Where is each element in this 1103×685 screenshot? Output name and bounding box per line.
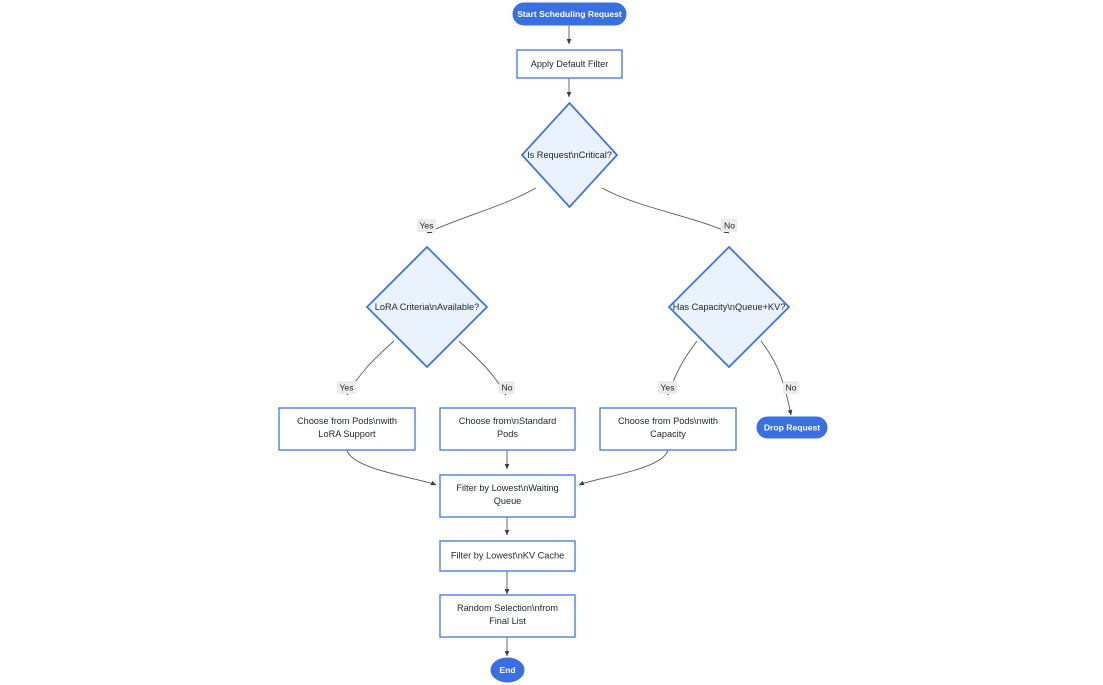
- node-pods-lora[interactable]: Choose from Pods\nwith LoRA Support: [278, 407, 416, 451]
- node-drop-request-label: Drop Request: [764, 422, 820, 432]
- node-random-select-label-line1: Random Selection\nfrom: [457, 603, 558, 613]
- node-filter-queue-shape[interactable]: [439, 474, 576, 518]
- node-random-select-label-line2: Final List: [489, 616, 526, 626]
- node-pods-capacity-label-line1: Choose from Pods\nwith: [618, 416, 718, 426]
- node-has-capacity-shape[interactable]: [667, 245, 791, 369]
- node-pods-standard[interactable]: Choose from\nStandard Pods: [439, 407, 576, 451]
- node-is-critical-label: Is Request\nCritical?: [527, 150, 612, 160]
- edges-layer: [346, 26, 793, 657]
- node-filter-queue[interactable]: Filter by Lowest\nWaiting Queue: [439, 474, 576, 518]
- edge-label-critical-yes: Yes: [417, 219, 436, 232]
- node-filter-kv-shape[interactable]: [439, 540, 576, 572]
- node-apply-filter-label: Apply Default Filter: [531, 59, 609, 69]
- node-pods-capacity-label-line2: Capacity: [650, 429, 686, 439]
- node-filter-queue-label-line1: Filter by Lowest\nWaiting: [456, 483, 558, 493]
- edge-label-lora-yes-text: Yes: [339, 383, 353, 393]
- node-random-select[interactable]: Random Selection\nfrom Final List: [439, 594, 576, 638]
- node-has-capacity-label: Has Capacity\nQueue+KV?: [673, 302, 786, 312]
- edge-label-critical-no: No: [721, 219, 737, 232]
- node-start-label: Start Scheduling Request: [517, 9, 622, 19]
- node-drop-request-shape[interactable]: [756, 416, 828, 439]
- edge-pods-capacity-to-filter-queue: [578, 449, 669, 486]
- edge-label-critical-no-text: No: [724, 221, 735, 231]
- node-pods-capacity[interactable]: Choose from Pods\nwith Capacity: [599, 407, 737, 451]
- edge-label-lora-yes: Yes: [337, 381, 356, 394]
- node-end-shape[interactable]: [490, 657, 525, 683]
- node-random-select-shape[interactable]: [439, 594, 576, 638]
- node-start-shape[interactable]: [512, 2, 627, 26]
- node-end[interactable]: End: [490, 657, 525, 683]
- edge-label-capacity-no: No: [783, 381, 799, 394]
- node-apply-filter[interactable]: Apply Default Filter: [516, 49, 623, 79]
- edge-label-lora-no: No: [499, 381, 515, 394]
- edge-label-capacity-yes-text: Yes: [660, 383, 674, 393]
- node-pods-capacity-shape[interactable]: [599, 407, 737, 451]
- node-pods-standard-shape[interactable]: [439, 407, 576, 451]
- edge-label-critical-yes-text: Yes: [419, 221, 433, 231]
- node-is-critical-shape[interactable]: [520, 101, 619, 209]
- edge-label-capacity-yes-bg: [658, 381, 677, 394]
- node-pods-lora-shape[interactable]: [278, 407, 416, 451]
- edge-label-capacity-no-text: No: [786, 383, 797, 393]
- edge-label-lora-no-text: No: [502, 383, 513, 393]
- node-filter-queue-label-line2: Queue: [494, 496, 522, 506]
- edge-is-critical-to-lora-criteria: [426, 187, 537, 234]
- node-end-label: End: [499, 665, 515, 675]
- edge-has-capacity-to-drop-request: [760, 340, 793, 416]
- node-is-critical[interactable]: Is Request\nCritical?: [520, 101, 619, 209]
- edge-lora-criteria-to-pods-standard: [458, 340, 507, 396]
- node-lora-criteria-label: LoRA Criteria\nAvailable?: [375, 302, 480, 312]
- edge-is-critical-to-has-capacity: [601, 187, 730, 234]
- node-pods-standard-label-line1: Choose from\nStandard: [459, 416, 557, 426]
- edge-pods-lora-to-filter-queue: [346, 449, 437, 486]
- edge-label-lora-yes-bg: [337, 381, 356, 394]
- nodes-layer: Start Scheduling Request Apply Default F…: [278, 2, 828, 683]
- node-lora-criteria[interactable]: LoRA Criteria\nAvailable?: [365, 245, 489, 369]
- edge-label-capacity-no-bg: [783, 381, 799, 394]
- node-filter-kv-label: Filter by Lowest\nKV Cache: [451, 550, 564, 560]
- node-has-capacity[interactable]: Has Capacity\nQueue+KV?: [667, 245, 791, 369]
- node-pods-standard-label-line2: Pods: [497, 429, 518, 439]
- edge-labels-layer: Yes No Yes No Yes No: [337, 219, 799, 394]
- edge-label-lora-no-bg: [499, 381, 515, 394]
- node-start[interactable]: Start Scheduling Request: [512, 2, 627, 26]
- node-lora-criteria-shape[interactable]: [365, 245, 489, 369]
- node-pods-lora-label-line1: Choose from Pods\nwith: [297, 416, 397, 426]
- edge-label-critical-yes-bg: [417, 219, 436, 232]
- edge-label-critical-no-bg: [721, 219, 737, 232]
- edge-label-capacity-yes: Yes: [658, 381, 677, 394]
- node-pods-lora-label-line2: LoRA Support: [318, 429, 376, 439]
- node-apply-filter-shape[interactable]: [516, 49, 623, 79]
- node-filter-kv[interactable]: Filter by Lowest\nKV Cache: [439, 540, 576, 572]
- node-drop-request[interactable]: Drop Request: [756, 416, 828, 439]
